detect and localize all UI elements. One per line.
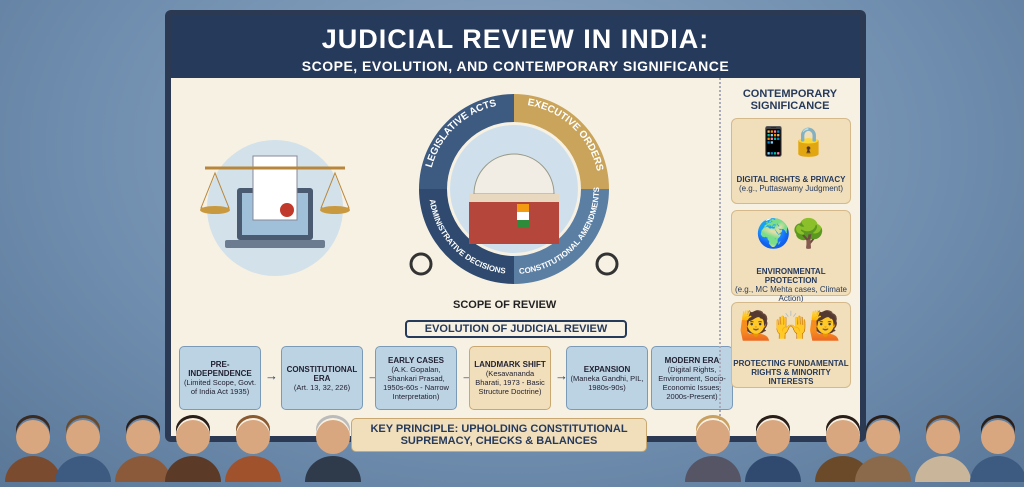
card-detail: (e.g., MC Mehta cases, Climate Action) [734,285,848,303]
evolution-stage: CONSTITUTIONAL ERA(Art. 13, 32, 226) [281,346,363,410]
page-subtitle: SCOPE, EVOLUTION, AND CONTEMPORARY SIGNI… [301,58,730,74]
stage-title: PRE-INDEPENDENCE [188,360,252,378]
audience-member [225,407,281,487]
stage-title: CONSTITUTIONAL ERA [286,364,358,383]
evolution-stage: PRE-INDEPENDENCE(Limited Scope, Govt. of… [179,346,261,410]
protest-crowd-icon: 🙋🙌🙋 [738,310,844,341]
card-digital-rights: 📱🔒 DIGITAL RIGHTS & PRIVACY(e.g., Puttasw… [731,118,851,204]
audience-member [915,407,971,487]
audience-member [970,407,1024,487]
key-principle: KEY PRINCIPLE: UPHOLDING CONSTITUTIONAL … [351,418,647,452]
phone-lock-icon: 📱🔒 [756,126,826,157]
stage-detail: (Art. 13, 32, 226) [293,382,351,392]
evolution-stage: LANDMARK SHIFT(Kesavananda Bharati, 1973… [469,346,551,410]
globe-tree-icon: 🌍🌳 [756,218,826,249]
arrow-icon: → [555,368,568,383]
evolution-title: EVOLUTION OF JUDICIAL REVIEW [405,320,627,338]
card-detail: (e.g., Puttaswamy Judgment) [738,184,844,193]
board-content: LEGISLATIVE ACTS EXECUTIVE ORDERS CONSTI… [171,78,860,452]
contemporary-title: CONTEMPORARY SIGNIFICANCE [742,88,838,112]
audience-member [5,407,61,487]
stage-detail: (A.K. Gopalan, Shankari Prasad, 1950s-60… [383,364,449,401]
card-title: PROTECTING FUNDAMENTAL RIGHTS & MINORITY… [733,359,849,386]
stage-title: LANDMARK SHIFT [474,360,546,369]
stage-title: EARLY CASES [387,355,445,365]
audience-silhouettes [0,400,1024,487]
scales-laptop-illustration [200,140,350,276]
audience-member [305,407,361,487]
card-fundamental-rights: 🙋🙌🙋 PROTECTING FUNDAMENTAL RIGHTS & MINOR… [731,302,851,388]
page-title: JUDICIAL REVIEW IN INDIA: [321,24,710,54]
stage-title: EXPANSION [583,364,631,374]
card-environment: 🌍🌳 ENVIRONMENTAL PROTECTION(e.g., MC Meht… [731,210,851,303]
scope-label: SCOPE OF REVIEW [453,299,557,311]
audience-member [165,407,221,487]
card-title: ENVIRONMENTAL PROTECTION [756,267,826,285]
stage-detail: (Digital Rights, Environment, Socio-Econ… [658,364,726,401]
stage-title: MODERN ERA [664,355,720,365]
presentation-board: JUDICIAL REVIEW IN INDIA: SCOPE, EVOLUTI… [165,10,866,452]
audience-member [855,407,911,487]
arrow-icon: → [265,368,278,383]
stage-detail: (Limited Scope, Govt. of India Act 1935) [183,378,257,396]
stage-detail: (Kesavananda Bharati, 1973 - Basic Struc… [475,369,545,396]
contemporary-panel: CONTEMPORARY SIGNIFICANCE 📱🔒 DIGITAL RIGH… [719,78,859,436]
audience-member [685,407,741,487]
audience-member [55,407,111,487]
board-header: JUDICIAL REVIEW IN INDIA: SCOPE, EVOLUTI… [171,16,860,78]
audience-member [745,407,801,487]
stage-detail: (Maneka Gandhi, PIL, 1980s-90s) [570,373,644,392]
scope-cycle-diagram: LEGISLATIVE ACTS EXECUTIVE ORDERS CONSTI… [409,94,619,284]
card-title: DIGITAL RIGHTS & PRIVACY [736,175,846,184]
evolution-stage: EARLY CASES(A.K. Gopalan, Shankari Prasa… [375,346,457,410]
audience-member [115,407,171,487]
evolution-stage: EXPANSION(Maneka Gandhi, PIL, 1980s-90s) [566,346,648,410]
